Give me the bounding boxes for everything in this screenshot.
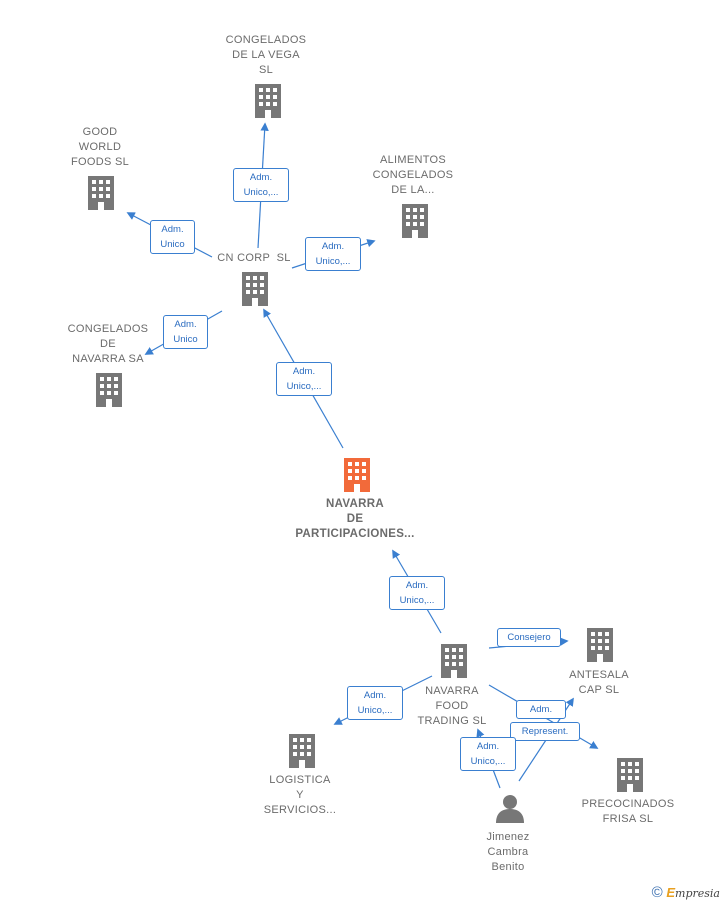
node-label-antesala[interactable]: ANTESALA CAP SL: [569, 669, 629, 696]
node-label-logistica[interactable]: LOGISTICA Y SERVICIOS...: [263, 774, 337, 816]
footer-brand: © Empresia: [652, 884, 720, 901]
node-label-good-world[interactable]: GOOD WORLD FOODS SL: [70, 126, 130, 168]
edge-label-food-participaciones[interactable]: Adm. Unico,...: [389, 576, 445, 610]
node-label-jimenez[interactable]: Jimenez Cambra Benito: [486, 831, 530, 873]
edge-label-participaciones-cn[interactable]: Adm. Unico,...: [276, 362, 332, 396]
person-icon-jimenez[interactable]: [496, 795, 524, 823]
building-icon-antesala[interactable]: [587, 628, 613, 662]
node-label-congelados-navarra[interactable]: CONGELADOS DE NAVARRA SA: [67, 323, 149, 365]
node-label-navarra-food[interactable]: NAVARRA FOOD TRADING SL: [417, 685, 487, 727]
copyright-icon: ©: [651, 884, 663, 901]
building-icon-logistica[interactable]: [289, 734, 315, 768]
building-icon-congelados-navarra[interactable]: [96, 373, 122, 407]
edge-label-jimenez-represent[interactable]: Represent.: [510, 722, 580, 741]
edge-label-jimenez-food[interactable]: Adm. Unico,...: [460, 737, 516, 771]
edge-label-food-precocinados[interactable]: Adm.: [516, 700, 566, 719]
edge-label-cn-vega[interactable]: Adm. Unico,...: [233, 168, 289, 202]
brand-logo-initial: E: [666, 885, 676, 900]
building-icon-good-world[interactable]: [88, 176, 114, 210]
node-label-congelados-vega[interactable]: CONGELADOS DE LA VEGA SL: [225, 34, 307, 76]
edge-label-cn-navarra-sa[interactable]: Adm. Unico: [163, 315, 208, 349]
edge-label-food-logistica[interactable]: Adm. Unico,...: [347, 686, 403, 720]
edge-label-food-antesala[interactable]: Consejero: [497, 628, 561, 647]
node-label-alimentos[interactable]: ALIMENTOS CONGELADOS DE LA...: [372, 154, 454, 196]
building-icon-congelados-vega[interactable]: [255, 84, 281, 118]
building-icon-alimentos[interactable]: [402, 204, 428, 238]
brand-logo-text: mpresia: [675, 887, 720, 900]
building-icon-navarra-food[interactable]: [441, 644, 467, 678]
node-label-precocinados[interactable]: PRECOCINADOS FRISA SL: [581, 798, 675, 825]
node-label-navarra-participaciones[interactable]: NAVARRA DE PARTICIPACIONES...: [295, 498, 415, 540]
edge-label-cn-alimentos[interactable]: Adm. Unico,...: [305, 237, 361, 271]
building-icon-navarra-participaciones[interactable]: [344, 458, 370, 492]
node-label-cn-corp[interactable]: CN CORP SL: [217, 252, 291, 264]
edge-label-cn-goodworld[interactable]: Adm. Unico: [150, 220, 195, 254]
building-icon-cn-corp[interactable]: [242, 272, 268, 306]
building-icon-precocinados[interactable]: [617, 758, 643, 792]
